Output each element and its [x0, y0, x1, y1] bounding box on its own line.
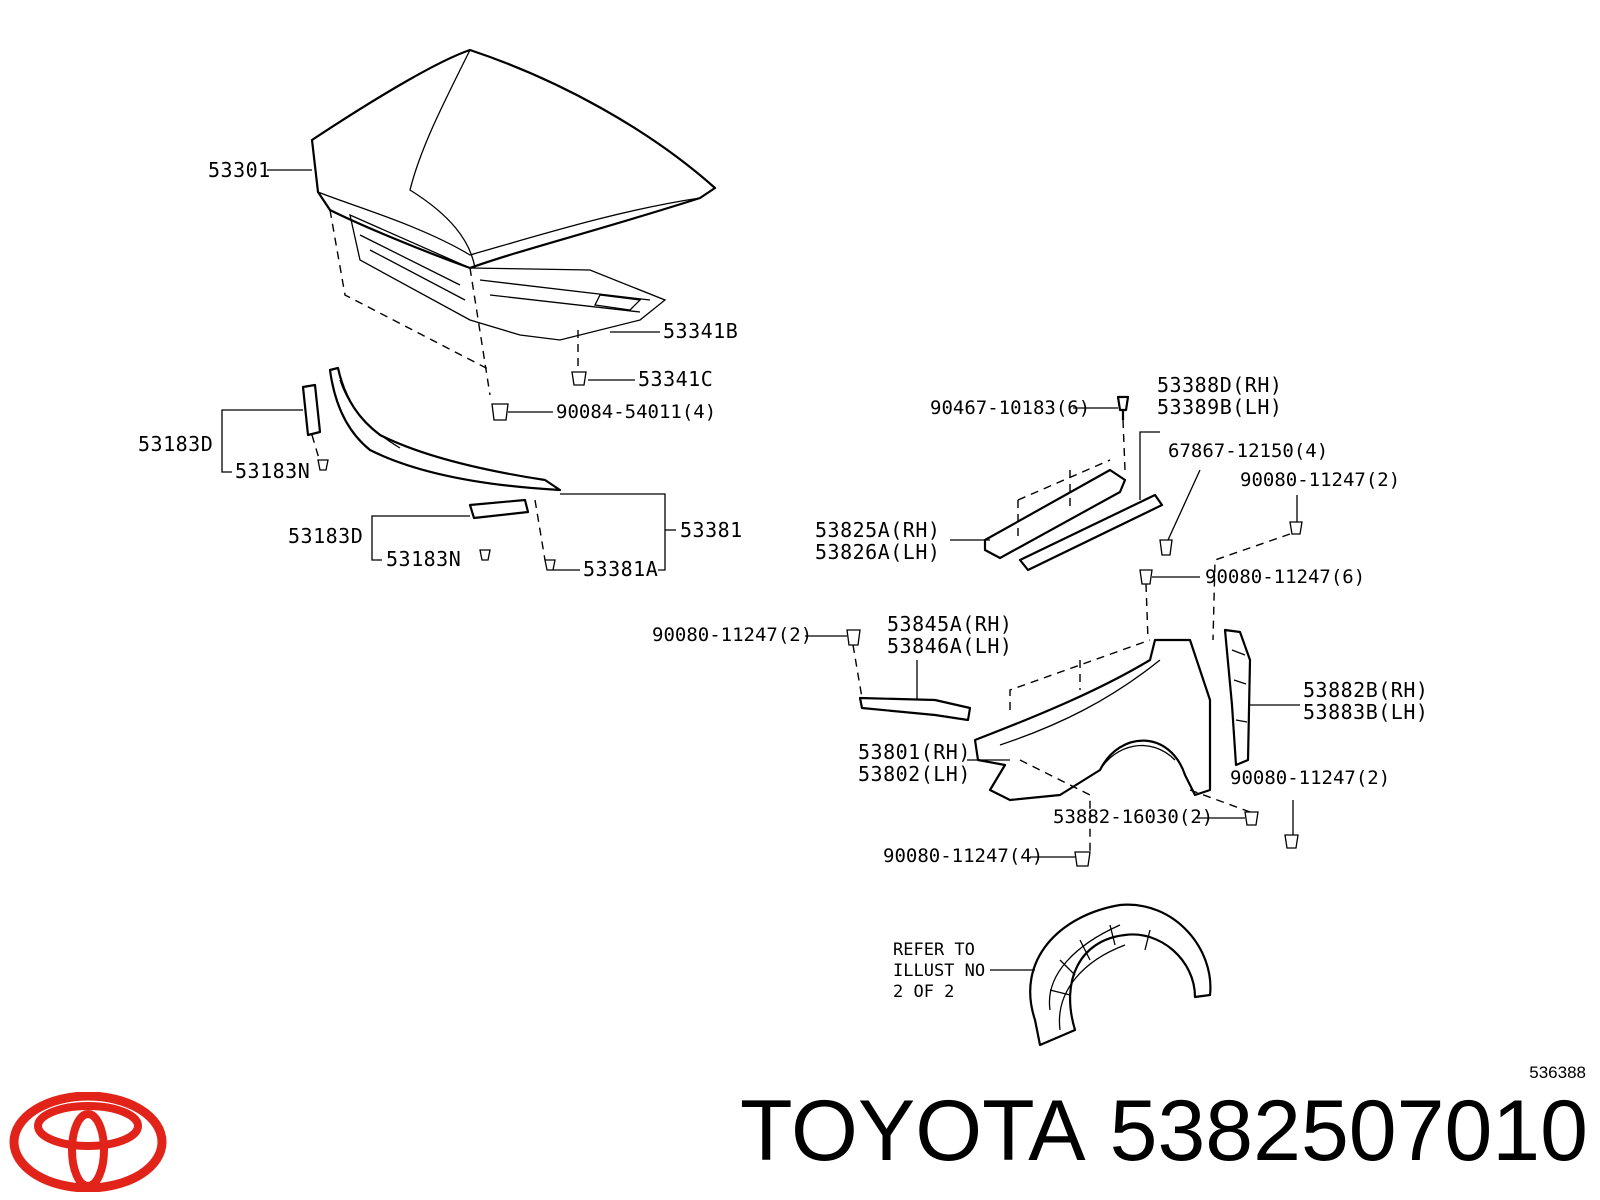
label-seal-d1: 53183D: [138, 432, 213, 456]
label-insulator-clip: 53341C: [638, 367, 713, 391]
hood-drawing: [310, 48, 717, 341]
label-bolt-top-right: 90080-11247(2): [1240, 469, 1400, 491]
hood-dashed-guides: [329, 209, 579, 396]
label-clip-53882: 53882-16030(2): [1053, 806, 1213, 828]
label-bracket-lh: 53846A(LH): [887, 634, 1012, 658]
seal-lead-lines: [221, 409, 676, 571]
label-fender-lh: 53802(LH): [858, 762, 971, 786]
label-bolt-mid: 90080-11247(6): [1205, 566, 1365, 588]
toyota-logo-icon: [9, 1092, 167, 1192]
label-support-lh: 53389B(LH): [1157, 395, 1282, 419]
label-hood: 53301: [208, 158, 271, 182]
label-screw-90467: 90467-10183(6): [930, 397, 1090, 419]
label-bracket-rh: 53845A(RH): [887, 612, 1012, 636]
fender-drawing: [846, 628, 1299, 867]
label-ext-rh: 53825A(RH): [815, 518, 940, 542]
label-clip-90084: 90084-54011(4): [556, 401, 716, 423]
logo-vertical-ring: [68, 1110, 108, 1190]
label-seal-n2: 53183N: [386, 547, 461, 571]
label-refer-line2: ILLUST NO: [893, 961, 985, 981]
label-clip-67867: 67867-12150(4): [1168, 440, 1328, 462]
fender-lead-lines: [805, 635, 1300, 858]
label-seal-n1: 53183N: [235, 459, 310, 483]
label-fender-rh: 53801(RH): [858, 740, 971, 764]
label-bolt-bottom: 90080-11247(4): [883, 845, 1043, 867]
label-liner-rh: 53882B(RH): [1303, 678, 1428, 702]
clip-icons: [491, 371, 587, 421]
liner-drawing: [990, 903, 1212, 1047]
right-lead-lines: [950, 407, 1298, 578]
label-hood-seal-clip: 53381A: [583, 557, 658, 581]
label-hood-insulator: 53341B: [663, 319, 738, 343]
logo-horizontal-ring: [34, 1102, 142, 1150]
label-bolt-left: 90080-11247(2): [652, 624, 812, 646]
label-seal-d2: 53183D: [288, 524, 363, 548]
label-support-rh: 53388D(RH): [1157, 373, 1282, 397]
label-ext-lh: 53826A(LH): [815, 540, 940, 564]
label-refer-line1: REFER TO: [893, 940, 975, 960]
brand-name: TOYOTA: [740, 1083, 1086, 1179]
label-bolt-right-low: 90080-11247(2): [1230, 767, 1390, 789]
seal-drawings: [301, 366, 562, 571]
hood-lead-lines: [267, 169, 660, 413]
part-number: 5382507010: [1109, 1083, 1588, 1179]
label-hood-seal: 53381: [680, 518, 743, 542]
diagram-code: 536388: [1529, 1063, 1586, 1082]
label-liner-lh: 53883B(LH): [1303, 700, 1428, 724]
label-refer-line3: 2 OF 2: [893, 982, 954, 1002]
support-drawings: [983, 395, 1303, 641]
